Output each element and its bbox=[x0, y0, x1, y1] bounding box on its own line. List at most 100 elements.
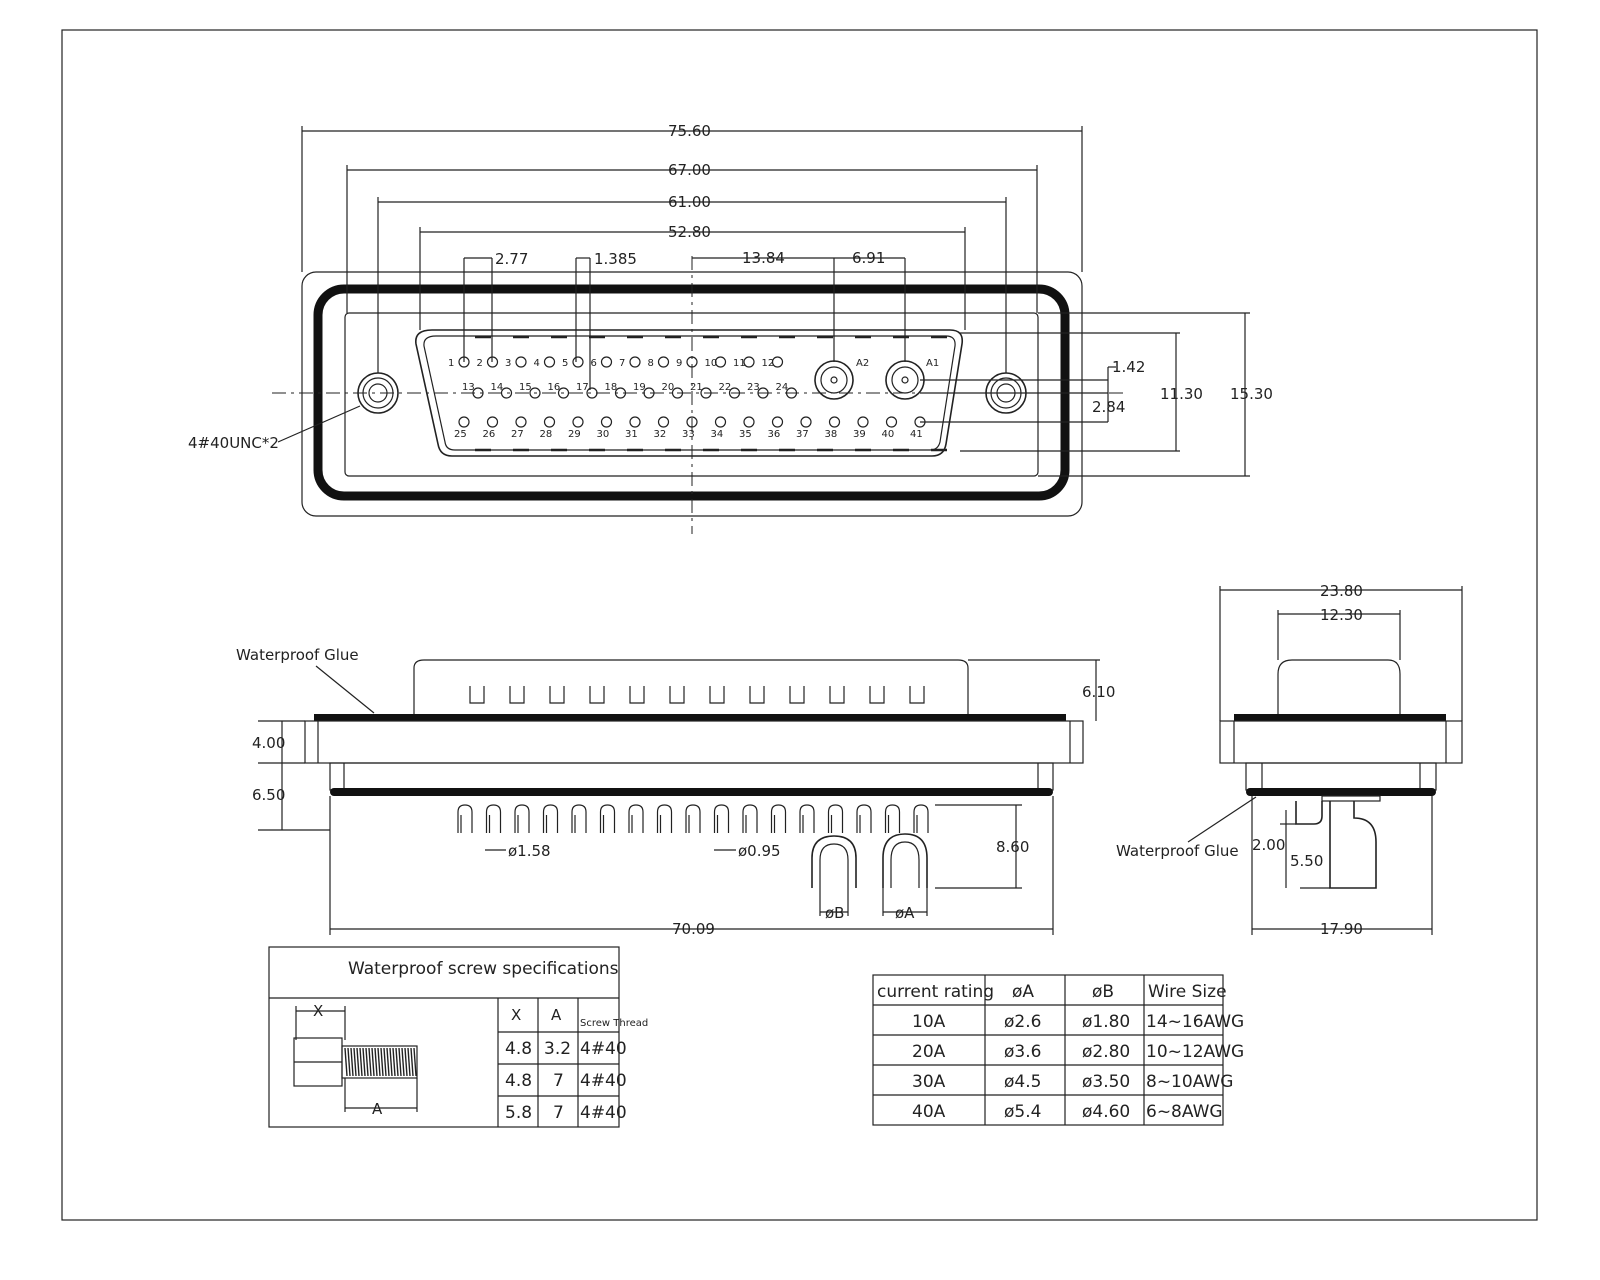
contact-pin bbox=[500, 387, 513, 399]
dim-61-00: 61.00 bbox=[668, 193, 711, 211]
rating-header: Wire Size bbox=[1148, 982, 1227, 1002]
dim-52-80: 52.80 bbox=[668, 223, 711, 241]
rating-cell: ø2.6 bbox=[1004, 1012, 1041, 1032]
pin-label: 10 bbox=[705, 358, 718, 369]
dim-15-30: 15.30 bbox=[1230, 385, 1273, 403]
thread-line bbox=[380, 1047, 384, 1077]
glue-layer-bottom bbox=[330, 788, 1053, 796]
contact-slot bbox=[549, 686, 565, 704]
pin-label: 31 bbox=[625, 429, 638, 440]
waterproof-glue-label-side: Waterproof Glue bbox=[236, 646, 359, 664]
contact-pin bbox=[586, 387, 598, 399]
contact-pin bbox=[543, 356, 556, 368]
contact-slot bbox=[509, 686, 525, 704]
pin-label: 34 bbox=[711, 429, 724, 440]
contact-slot bbox=[709, 686, 725, 704]
contact-slot bbox=[869, 686, 885, 704]
pin-label: 26 bbox=[483, 429, 496, 440]
solder-cup bbox=[742, 804, 758, 833]
thread-line bbox=[362, 1047, 366, 1077]
contact-pin bbox=[543, 416, 556, 428]
rating-cell: ø4.60 bbox=[1082, 1102, 1130, 1122]
end-view: 23.80 12.30 17.90 2.00 5.50 Waterproof G… bbox=[1116, 582, 1463, 938]
contact-pin bbox=[857, 416, 869, 428]
contact-pin bbox=[714, 356, 727, 368]
thread-line bbox=[374, 1047, 378, 1077]
dim-pin-dia-0-95: ø0.95 bbox=[738, 842, 781, 860]
screw-row-0-a: 3.2 bbox=[544, 1039, 571, 1059]
dim-2-84: 2.84 bbox=[1092, 398, 1125, 416]
screw-row-2-thread: 4#40 bbox=[580, 1103, 627, 1123]
flange-outline bbox=[301, 271, 1083, 517]
pin-label: 15 bbox=[519, 382, 532, 393]
pin-label: 33 bbox=[682, 429, 695, 440]
dim-5-50: 5.50 bbox=[1290, 852, 1323, 870]
contact-pin bbox=[458, 416, 470, 428]
thread-line bbox=[347, 1047, 351, 1077]
dim-11-30: 11.30 bbox=[1160, 385, 1203, 403]
contact-pin bbox=[728, 387, 741, 399]
pin-label: 24 bbox=[776, 382, 789, 393]
screw-row-0-thread: 4#40 bbox=[580, 1039, 627, 1059]
contact-pin bbox=[657, 416, 670, 428]
thread-line bbox=[407, 1047, 411, 1077]
screw-illustration: X A bbox=[293, 1002, 418, 1118]
pin-label: 28 bbox=[540, 429, 553, 440]
contact-pin bbox=[486, 416, 499, 428]
contact-slots bbox=[469, 686, 925, 704]
contact-slot bbox=[789, 686, 805, 704]
dim-70-09: 70.09 bbox=[672, 920, 715, 938]
contact-pin bbox=[800, 416, 812, 428]
thread-line bbox=[344, 1047, 348, 1077]
end-contact-tail bbox=[1329, 801, 1377, 889]
rating-cell: 30A bbox=[912, 1072, 946, 1092]
rating-cell: 8~10AWG bbox=[1146, 1072, 1233, 1092]
rating-cell: 10~12AWG bbox=[1146, 1042, 1244, 1062]
thread-line bbox=[383, 1047, 387, 1077]
solder-cup bbox=[514, 804, 530, 833]
solder-cup bbox=[884, 804, 901, 833]
dim-17-90: 17.90 bbox=[1320, 920, 1363, 938]
contact-pin bbox=[529, 387, 541, 399]
pin-label: 6 bbox=[591, 358, 597, 369]
thread-line bbox=[392, 1047, 396, 1077]
pin-label: 40 bbox=[882, 429, 895, 440]
contact-pin bbox=[600, 416, 613, 428]
contact-pin bbox=[515, 356, 527, 368]
coax-contact-a2 bbox=[814, 360, 854, 400]
screw-row-1-a: 7 bbox=[553, 1071, 564, 1091]
contact-pin bbox=[629, 416, 641, 428]
thread-line bbox=[410, 1047, 414, 1077]
pin-label: 1 bbox=[448, 358, 454, 369]
rating-cell: 6~8AWG bbox=[1146, 1102, 1223, 1122]
dim-dia-a: øA bbox=[895, 904, 915, 922]
contact-pin bbox=[472, 387, 484, 399]
rating-cell: ø1.80 bbox=[1082, 1012, 1130, 1032]
solder-cup bbox=[799, 804, 815, 833]
screw-row-2-a: 7 bbox=[553, 1103, 564, 1123]
pin-label: 11 bbox=[733, 358, 746, 369]
contact-pin bbox=[572, 416, 584, 428]
side-view: 6.10 4.00 6.50 8.60 70.09 ø1.58 ø0.95 øB… bbox=[236, 646, 1115, 938]
contact-pin bbox=[557, 387, 570, 399]
dim-75-60: 75.60 bbox=[668, 122, 711, 140]
dim-dia-b: øB bbox=[825, 904, 844, 922]
contact-pin bbox=[686, 416, 698, 428]
screw-thread-label: 4#40UNC*2 bbox=[188, 434, 279, 452]
screw-table-title: Waterproof screw specifications bbox=[348, 959, 619, 979]
solder-cup bbox=[571, 804, 587, 833]
solder-cup bbox=[628, 804, 644, 833]
rating-cell: ø4.5 bbox=[1004, 1072, 1041, 1092]
contact-slot bbox=[629, 686, 645, 704]
pin-label: 19 bbox=[633, 382, 646, 393]
screw-row-0-x: 4.8 bbox=[505, 1039, 532, 1059]
pin-label: 16 bbox=[548, 382, 561, 393]
contact-pin bbox=[700, 387, 712, 399]
solder-cup bbox=[656, 804, 673, 833]
dim-13-84: 13.84 bbox=[742, 249, 785, 267]
pin-label: 35 bbox=[739, 429, 752, 440]
rating-cell: ø3.50 bbox=[1082, 1072, 1130, 1092]
